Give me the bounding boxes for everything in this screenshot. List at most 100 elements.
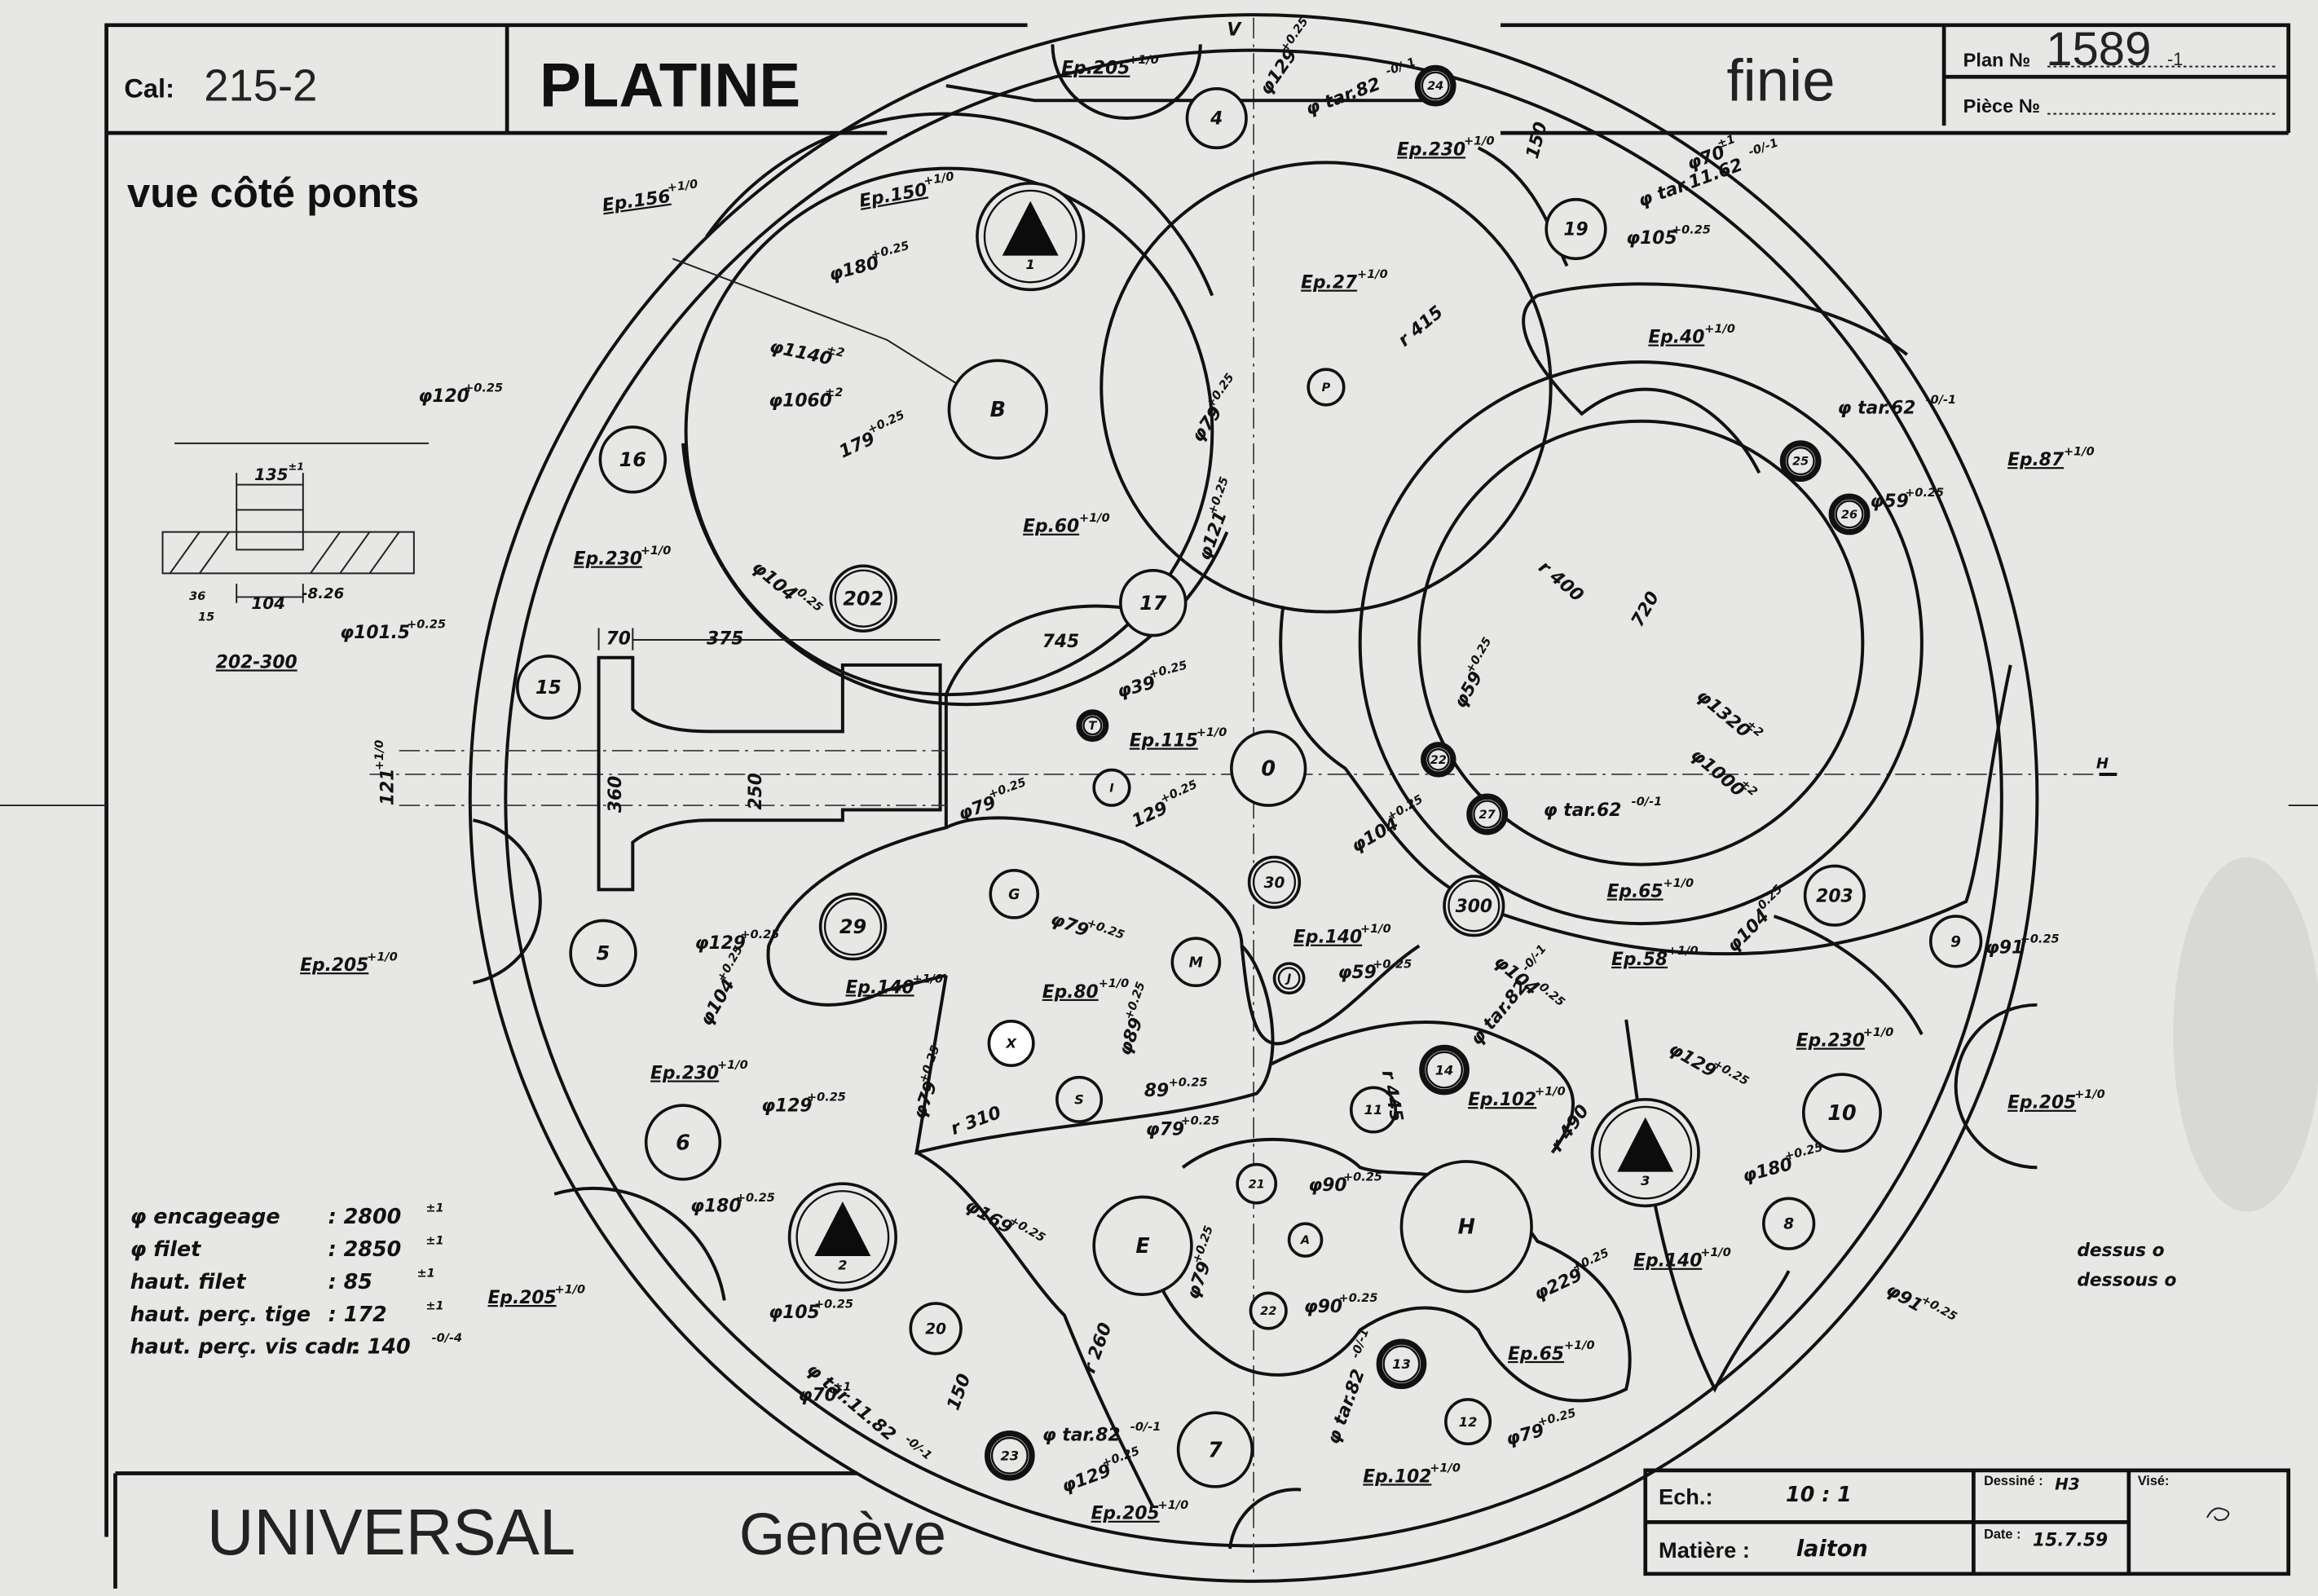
dimension-value: Ep.140 — [845, 977, 914, 998]
dimension-annotation: Ep.87+1/0 — [2007, 445, 2095, 470]
dimension-value: φ120 — [418, 386, 469, 407]
spec-tolerance: ±1 — [425, 1299, 443, 1312]
dimension-value: φ1060 — [769, 391, 832, 412]
finish-label: finie — [1726, 47, 1835, 113]
hole-24: 24 — [1414, 64, 1456, 107]
material-value: laiton — [1796, 1536, 1868, 1562]
dimension-value: Ep.205 — [300, 955, 368, 976]
dimension-value: 70 — [606, 628, 631, 649]
dimension-value: φ59 — [1337, 963, 1376, 983]
hole-14: 14 — [1419, 1044, 1470, 1096]
hole-203: 203 — [1803, 864, 1866, 927]
dimension-tolerance: +0.25 — [407, 619, 446, 632]
hole-label: 5 — [597, 942, 610, 965]
dimension-value: 121 — [377, 769, 398, 805]
checked-signature — [2206, 1507, 2230, 1521]
dimension-tolerance: +1/0 — [2064, 445, 2095, 458]
dimension-annotation: φ59+0.25 — [1337, 958, 1412, 983]
dimension-tolerance: +1/0 — [1464, 135, 1495, 148]
dimension-annotation: Ep.102+1/0 — [1468, 1085, 1566, 1110]
dimension-tolerance: +1/0 — [1357, 268, 1388, 281]
dimension-tolerance: +0.25 — [1672, 223, 1711, 236]
dimension-annotation: Ep.140+1/0 — [845, 973, 943, 999]
dimension-annotation: φ tar.62-0/-1 — [1544, 796, 1663, 821]
detail-width: 135 — [254, 465, 289, 484]
dimension-annotation: Ep.65+1/0 — [1508, 1339, 1595, 1365]
dimension-tolerance: +1/0 — [1196, 726, 1227, 739]
detail-left-dim2: 15 — [198, 611, 214, 624]
hole-m: M — [1170, 937, 1222, 988]
hole-g: G — [989, 869, 1040, 919]
dimension-tolerance: +0.25 — [740, 928, 779, 941]
dimension-tolerance: -0/-1 — [1632, 796, 1663, 809]
hole-label: X — [1005, 1036, 1017, 1052]
hole-9: 9 — [1928, 915, 1983, 968]
hole-19: 19 — [1545, 197, 1607, 261]
section-detail: 135 ±1 104 -8.26 36 15 202-300 — [161, 442, 429, 672]
dimension-tolerance: +1/0 — [373, 740, 386, 771]
hole-b: B — [947, 359, 1048, 460]
dimension-tolerance: +1/0 — [555, 1283, 586, 1296]
dimension-annotation: Ep.205+1/0 — [300, 950, 398, 976]
hole-i: I — [1092, 768, 1131, 807]
axis-v-label: V — [1227, 20, 1242, 41]
dimension-value: Ep.205 — [488, 1288, 557, 1308]
hole-2: 2 — [787, 1182, 897, 1292]
spec-tolerance: ±1 — [416, 1267, 434, 1280]
hole-t: T — [1076, 709, 1109, 743]
dimension-value: φ70 — [798, 1386, 836, 1406]
dimension-tolerance: +1/0 — [1863, 1026, 1894, 1039]
dimension-value: Ep.58 — [1611, 950, 1668, 970]
hole-x: X — [987, 1019, 1035, 1067]
drawn-label: Dessiné : — [1984, 1474, 2043, 1488]
hole-label: 23 — [1000, 1448, 1019, 1463]
hole-label: 12 — [1459, 1414, 1478, 1430]
dimension-annotation: φ129+0.25 — [761, 1091, 846, 1117]
dimension-value: dessus o — [2077, 1241, 2164, 1261]
hole-17: 17 — [1119, 568, 1188, 637]
dimension-tolerance: +1/0 — [667, 178, 698, 195]
hole-label: 22 — [1430, 754, 1447, 767]
hole-label: 8 — [1783, 1216, 1794, 1233]
dimension-annotation: 745 — [1042, 632, 1079, 652]
dimension-tolerance: +1/0 — [923, 170, 955, 188]
hole-label: 1 — [1026, 257, 1035, 272]
dimension-value: φ105 — [769, 1303, 819, 1323]
hole-21: 21 — [1236, 1162, 1278, 1205]
drawing-frame — [0, 23, 2318, 1589]
date-label: Date : — [1984, 1527, 2021, 1541]
spec-label: φ filet — [130, 1237, 202, 1261]
dimension-tolerance: +1/0 — [1079, 512, 1110, 525]
dimension-tolerance: +1/0 — [1700, 1246, 1731, 1259]
hole-label: 17 — [1139, 592, 1167, 615]
dimension-value: 375 — [707, 628, 743, 649]
hole-label: 27 — [1479, 809, 1496, 822]
dimension-value: Ep.40 — [1648, 328, 1704, 348]
hole-label: 11 — [1364, 1102, 1383, 1118]
dimension-tolerance: +0.25 — [2021, 933, 2060, 946]
dimension-value: Ep.65 — [1607, 881, 1664, 902]
dimension-value: Ep.27 — [1301, 273, 1358, 293]
dimension-tolerance: ±1 — [1716, 133, 1737, 152]
hole-label: J — [1285, 972, 1292, 985]
dimension-value: Ep.65 — [1508, 1344, 1564, 1365]
dimension-tolerance: +1/0 — [1535, 1085, 1566, 1098]
hole-label: S — [1074, 1092, 1084, 1108]
dimension-tolerance: +0.25 — [814, 1298, 853, 1311]
dimension-tolerance: +1/0 — [1360, 923, 1391, 936]
hole-0: 0 — [1230, 730, 1307, 807]
hole-label: 29 — [840, 915, 866, 938]
dimension-annotation: 89+0.25 — [1144, 1077, 1208, 1102]
dimension-value: dessous o — [2077, 1270, 2176, 1290]
hole-label: 13 — [1392, 1356, 1411, 1372]
detail-left-dim: 36 — [189, 590, 205, 603]
dimension-annotation: φ90+0.25 — [1304, 1292, 1378, 1317]
hole-23: 23 — [984, 1430, 1035, 1481]
hole-12: 12 — [1444, 1398, 1492, 1446]
spec-tolerance: ±1 — [425, 1235, 443, 1248]
material-label: Matière : — [1659, 1537, 1750, 1563]
dimension-tolerance: +0.25 — [1339, 1292, 1378, 1305]
dimension-tolerance: +1/0 — [1158, 1499, 1189, 1512]
dimension-tolerance: ±1 — [833, 1381, 851, 1394]
